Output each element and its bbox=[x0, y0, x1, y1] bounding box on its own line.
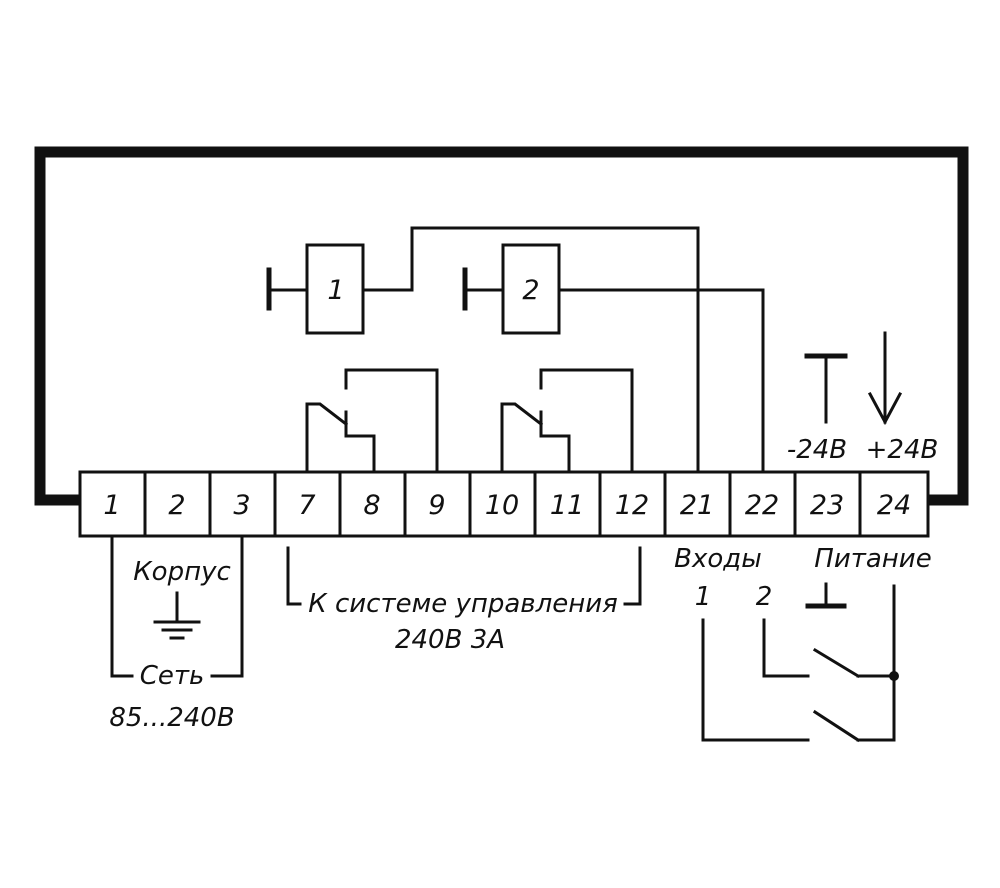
ground-icon bbox=[153, 620, 201, 640]
input-2-switch[interactable] bbox=[812, 647, 861, 679]
terminal-label-21: 21 bbox=[680, 490, 714, 521]
terminal-22[interactable] bbox=[728, 470, 797, 538]
terminal-label-9: 9 bbox=[428, 490, 445, 521]
sensor-1-box[interactable] bbox=[305, 243, 365, 335]
terminal-label-7: 7 bbox=[298, 490, 315, 521]
junction-dot bbox=[889, 671, 899, 681]
inputs-label: Входы bbox=[674, 544, 762, 574]
terminal-2[interactable] bbox=[143, 470, 212, 538]
input-1-switch[interactable] bbox=[812, 709, 861, 743]
terminal-12[interactable] bbox=[598, 470, 667, 538]
control-label-line2: 240В 3А bbox=[395, 625, 505, 655]
inputs-power-connection: Входы Питание 1 2 bbox=[674, 544, 932, 743]
terminal-label-3: 3 bbox=[233, 490, 250, 521]
relay-contact-1 bbox=[305, 368, 439, 474]
terminal-24[interactable] bbox=[858, 470, 930, 538]
terminal-label-24: 24 bbox=[877, 490, 911, 521]
device-housing bbox=[34, 146, 969, 506]
korpus-label: Корпус bbox=[133, 557, 231, 587]
terminal-label-10: 10 bbox=[485, 490, 519, 521]
terminal-block: 1 2 3 7 8 9 10 11 12 21 22 23 24 bbox=[78, 470, 930, 538]
sensor-2: 2 bbox=[462, 243, 765, 474]
terminal-label-8: 8 bbox=[363, 490, 380, 521]
terminal-label-2: 2 bbox=[168, 490, 185, 521]
power-label: Питание bbox=[814, 544, 931, 574]
control-label-line1: К системе управления bbox=[308, 589, 618, 619]
mains-connection: Корпус Сеть 85...240В bbox=[109, 534, 244, 733]
set-range-label: 85...240В bbox=[109, 703, 234, 733]
terminal-label-23: 23 bbox=[810, 490, 844, 521]
minus-24v-label: -24В bbox=[787, 435, 847, 465]
input-2-label: 2 bbox=[756, 582, 773, 612]
terminal-label-22: 22 bbox=[745, 490, 779, 521]
set-label: Сеть bbox=[140, 661, 205, 691]
sensor-1-label: 1 bbox=[327, 275, 344, 306]
plus-24v-label: +24В bbox=[866, 435, 939, 465]
sensor-1: 1 bbox=[266, 226, 700, 474]
sensor-2-label: 2 bbox=[522, 275, 539, 306]
minus-24v-symbol: -24В bbox=[787, 353, 848, 465]
terminal-label-12: 12 bbox=[615, 490, 649, 521]
input-1-label: 1 bbox=[695, 582, 712, 612]
sensor-2-box[interactable] bbox=[501, 243, 561, 335]
relay-contact-2 bbox=[500, 368, 634, 474]
control-system-connection: К системе управления 240В 3А bbox=[286, 546, 642, 655]
terminal-label-11: 11 bbox=[550, 490, 584, 521]
terminal-label-1: 1 bbox=[103, 490, 120, 521]
plus-24v-arrow-icon: +24В bbox=[866, 331, 939, 465]
